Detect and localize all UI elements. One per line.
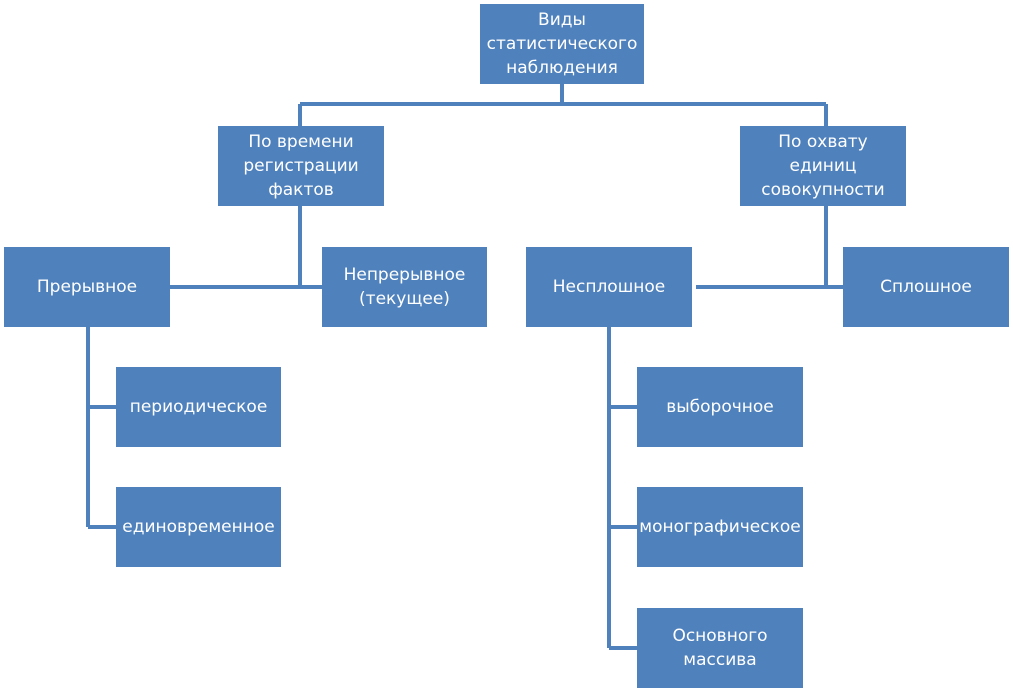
- node-by-coverage-label: По охвату единиц совокупности: [761, 132, 885, 200]
- node-monographic-label: монографическое: [639, 517, 801, 537]
- node-main-mass: Основного массива: [637, 608, 803, 688]
- node-by-time: По времени регистрации фактов: [218, 126, 384, 206]
- node-one-time: единовременное: [116, 487, 281, 567]
- node-sample: выборочное: [637, 367, 803, 447]
- node-one-time-label: единовременное: [122, 517, 275, 537]
- node-total-label: Сплошное: [880, 277, 972, 297]
- node-discontinuous-label: Прерывное: [36, 277, 138, 297]
- node-non-total: Несплошное: [526, 247, 692, 327]
- node-root: Виды статистического наблюдения: [480, 4, 644, 84]
- node-continuous: Непрерывное (текущее): [322, 247, 487, 327]
- node-periodic: периодическое: [116, 367, 281, 447]
- node-by-coverage: По охвату единиц совокупности: [740, 126, 906, 206]
- node-periodic-label: периодическое: [129, 397, 268, 417]
- node-main-mass-label: Основного массива: [672, 626, 768, 670]
- node-total: Сплошное: [843, 247, 1009, 327]
- node-monographic: монографическое: [637, 487, 803, 567]
- node-by-time-label: По времени регистрации фактов: [243, 132, 359, 200]
- node-continuous-label: Непрерывное (текущее): [343, 265, 466, 309]
- node-non-total-label: Несплошное: [552, 277, 666, 297]
- node-discontinuous: Прерывное: [4, 247, 170, 327]
- node-sample-label: выборочное: [666, 397, 774, 417]
- node-root-label: Виды статистического наблюдения: [486, 10, 638, 78]
